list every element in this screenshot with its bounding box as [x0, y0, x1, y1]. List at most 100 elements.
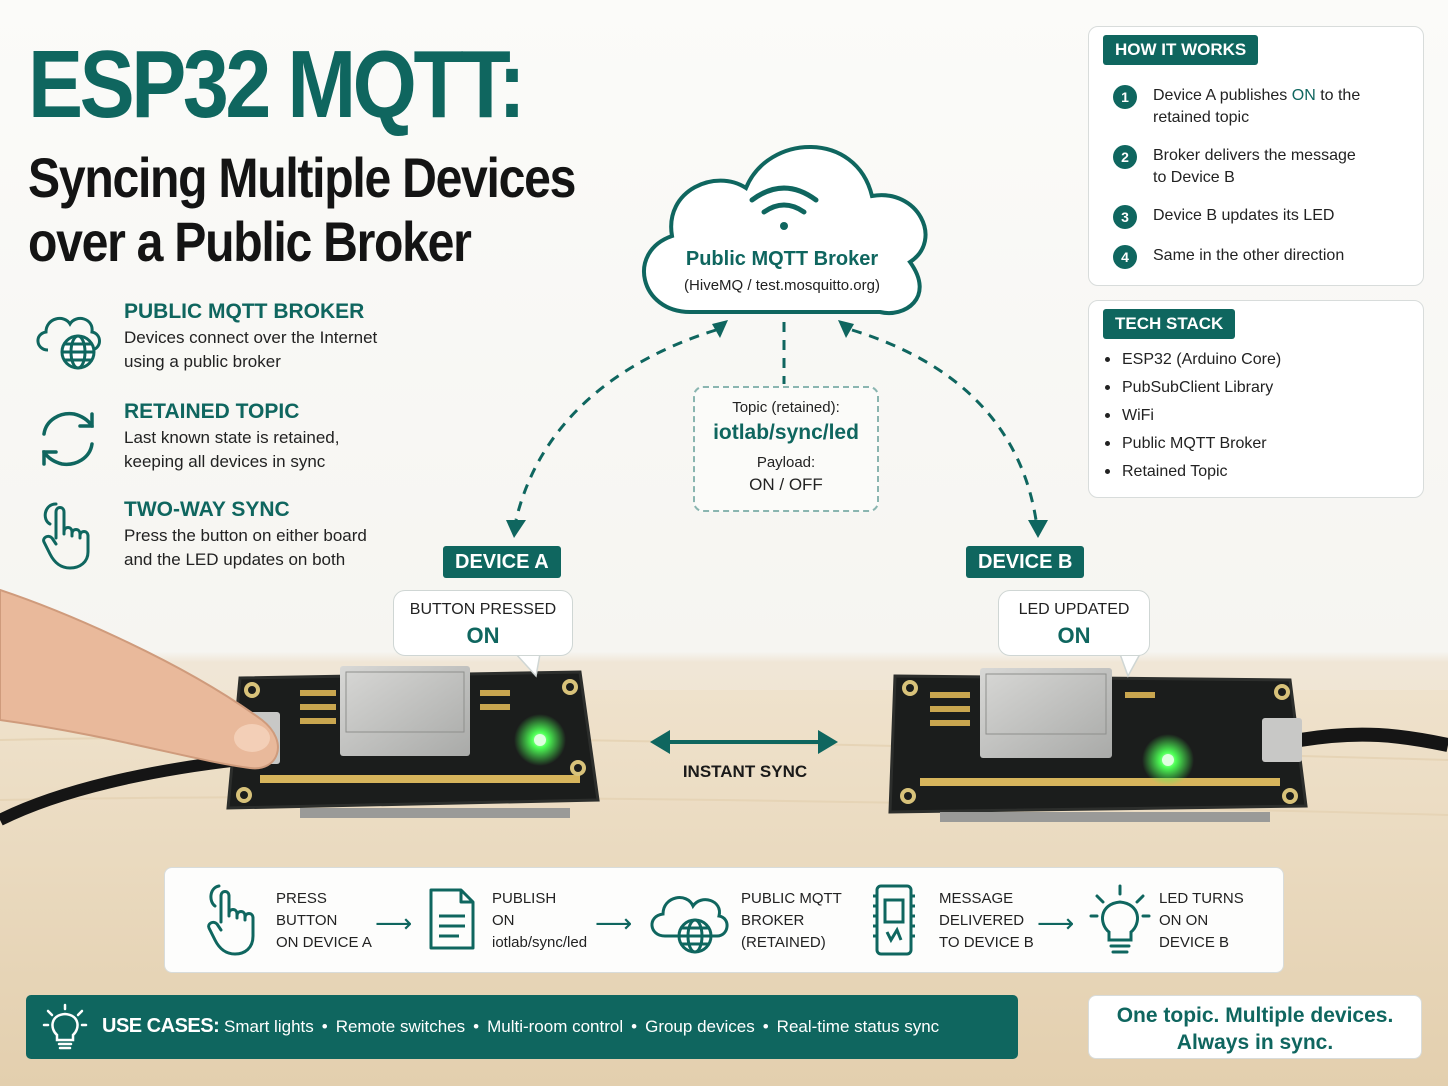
payload-label: Payload: [756, 454, 816, 471]
tech-item: ESP32 (Arduino Core) [1105, 351, 1281, 369]
step-text-highlight: ON [1291, 87, 1316, 104]
tagline-line-2: Always in sync. [1176, 1031, 1334, 1054]
flow-step-line: LED TURNS [1159, 890, 1244, 907]
tech-item-label: WiFi [1122, 407, 1154, 424]
step-number: 4 [1113, 245, 1137, 269]
tech-item: Retained Topic [1105, 463, 1228, 481]
use-case-separator: • [321, 1017, 328, 1036]
flow-step-line: PUBLISH [492, 890, 557, 907]
feature-line: using a public broker [124, 352, 281, 371]
flow-step-3: PUBLIC MQTT BROKER (RETAINED) [741, 888, 842, 954]
flow-arrow: ⟶ [1037, 908, 1075, 938]
feature-line: Last known state is retained, [124, 428, 340, 447]
step-number: 3 [1113, 205, 1137, 229]
flow-step-line: ON DEVICE A [276, 934, 372, 951]
topic-box: Topic (retained): iotlab/sync/led Payloa… [693, 386, 879, 512]
tagline-box: One topic. Multiple devices. Always in s… [1088, 995, 1422, 1059]
broker-cloud [642, 145, 928, 315]
esp32-board-b [888, 668, 1308, 822]
device-b-tag: DEVICE B [966, 546, 1085, 578]
use-case-separator: • [631, 1017, 638, 1036]
use-cases-bar: USE CASES: Smart lights • Remote switches •… [26, 995, 1018, 1059]
tech-stack-panel: TECH STACK ESP32 (Arduino Core) PubSubCl… [1088, 300, 1424, 498]
use-case-item: Group devices [645, 1017, 755, 1036]
dashed-connectors [514, 322, 1038, 521]
flow-step-line: PUBLIC MQTT [741, 890, 842, 907]
flow-step-line: ON [492, 912, 515, 929]
flow-step-line: TO DEVICE B [939, 934, 1034, 951]
sync-arrows-icon [42, 411, 94, 467]
flow-step-4: MESSAGE DELIVERED TO DEVICE B [939, 888, 1034, 954]
use-cases-label: USE CASES: [102, 1015, 220, 1037]
feature-retained-topic: RETAINED TOPIC Last known state is retai… [30, 400, 450, 490]
flow-strip: PRESS BUTTON ON DEVICE A ⟶ PUBLISH ON io… [164, 867, 1284, 973]
feature-title: PUBLIC MQTT BROKER [124, 300, 365, 323]
cloud-globe-icon [650, 896, 729, 954]
use-case-item: Real-time status sync [776, 1017, 940, 1036]
device-a-tag: DEVICE A [443, 546, 561, 578]
flow-step-line: BROKER [741, 912, 805, 929]
page-title: ESP32 MQTT: [28, 31, 526, 138]
flow-step-line: BUTTON [276, 912, 338, 929]
device-a-status-bubble: BUTTON PRESSED ON [393, 590, 573, 656]
how-it-works-tag: HOW IT WORKS [1103, 35, 1259, 65]
step-number: 2 [1113, 145, 1137, 169]
flow-step-line: DEVICE B [1159, 934, 1230, 951]
feature-text: Last known state is retained, keeping al… [124, 426, 444, 474]
usb-cable-a [0, 754, 241, 826]
use-case-item: Smart lights [224, 1017, 314, 1036]
use-case-item: Remote switches [335, 1017, 466, 1036]
instant-sync-arrow [650, 730, 838, 754]
device-b-status-value: ON [1057, 623, 1091, 648]
finger [0, 590, 278, 769]
hand-pointer-icon [42, 502, 90, 570]
flow-step-2: PUBLISH ON iotlab/sync/led [492, 888, 587, 954]
topic-label: Topic (retained): [732, 399, 840, 416]
flow-arrow: ⟶ [595, 908, 633, 938]
how-it-works-panel: HOW IT WORKS 1 Device A publishes ON to … [1088, 26, 1424, 286]
feature-title: TWO-WAY SYNC [124, 498, 290, 521]
light-bulb-icon [42, 1003, 88, 1050]
tech-item: WiFi [1105, 407, 1154, 425]
tech-item-label: Retained Topic [1122, 463, 1228, 480]
tagline-line-1: One topic. Multiple devices. [1116, 1004, 1394, 1027]
broker-title: Public MQTT Broker [685, 248, 879, 270]
flow-step-1: PRESS BUTTON ON DEVICE A [276, 888, 372, 954]
flow-step-5: LED TURNS ON ON DEVICE B [1159, 888, 1244, 954]
flow-step-line: iotlab/sync/led [492, 934, 588, 951]
flow-step-line: MESSAGE [939, 890, 1014, 907]
step-text: Device B updates its LED [1153, 207, 1335, 224]
feature-line: Press the button on either board [124, 526, 367, 545]
tech-item: Public MQTT Broker [1105, 435, 1267, 453]
step-text: Broker delivers the message to Device B [1153, 145, 1413, 189]
feature-text: Press the button on either board and the… [124, 524, 444, 572]
cloud-globe-icon [36, 316, 101, 370]
payload-values: ON / OFF [749, 475, 823, 494]
subtitle-line-1: Syncing Multiple Devices [28, 146, 576, 209]
step-text-pre: Broker delivers the message [1153, 147, 1356, 164]
device-b-status-label: LED UPDATED [1018, 601, 1130, 618]
feature-line: and the LED updates on both [124, 550, 346, 569]
device-b-status-bubble: LED UPDATED ON [998, 590, 1150, 656]
subtitle-line-2: over a Public Broker [28, 210, 472, 273]
flow-arrow: ⟶ [375, 908, 413, 938]
feature-line: Devices connect over the Internet [124, 328, 378, 347]
device-a-status-value: ON [466, 623, 500, 648]
broker-subtitle: (HiveMQ / test.mosquitto.org) [684, 277, 880, 294]
usb-cable-b [1298, 727, 1448, 752]
use-case-separator: • [762, 1017, 769, 1036]
document-icon [429, 888, 475, 950]
step-text-line2: retained topic [1153, 109, 1250, 126]
step-text: Device A publishes ON to the retained to… [1153, 85, 1413, 129]
step-text: Same in the other direction [1153, 247, 1345, 264]
flow-step-line: ON ON [1159, 912, 1209, 929]
tech-item-label: Public MQTT Broker [1122, 435, 1267, 452]
tech-item: PubSubClient Library [1105, 379, 1273, 397]
step-text-post: to the [1315, 87, 1361, 104]
flow-step-line: (RETAINED) [741, 934, 826, 951]
light-bulb-icon [1089, 884, 1151, 954]
flow-step-line: PRESS [276, 890, 327, 907]
use-cases-list: Smart lights•Remote switches•Multi-room … [224, 1017, 939, 1037]
use-case-separator: • [473, 1017, 480, 1036]
tech-stack-tag: TECH STACK [1103, 309, 1236, 339]
